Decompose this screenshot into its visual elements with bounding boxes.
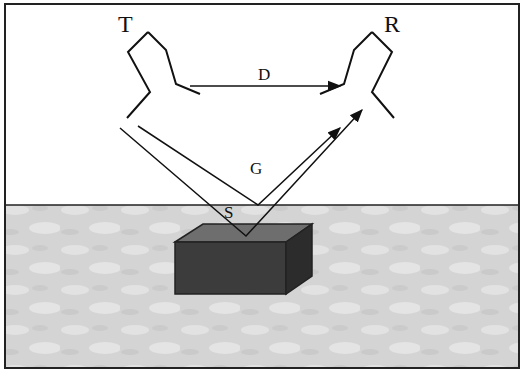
path-label: S [222,204,235,221]
ground-path [138,126,340,205]
ground-surface [5,204,519,206]
receive-horn [320,32,394,118]
transmitter-label: T [116,12,135,36]
transmit-horn [127,32,200,118]
frame [5,4,519,368]
object-path [120,110,362,236]
path-label: G [248,160,264,177]
direct-path [190,85,340,87]
receiver-label: R [382,12,402,36]
path-label: D [256,66,272,83]
ground [5,205,519,368]
